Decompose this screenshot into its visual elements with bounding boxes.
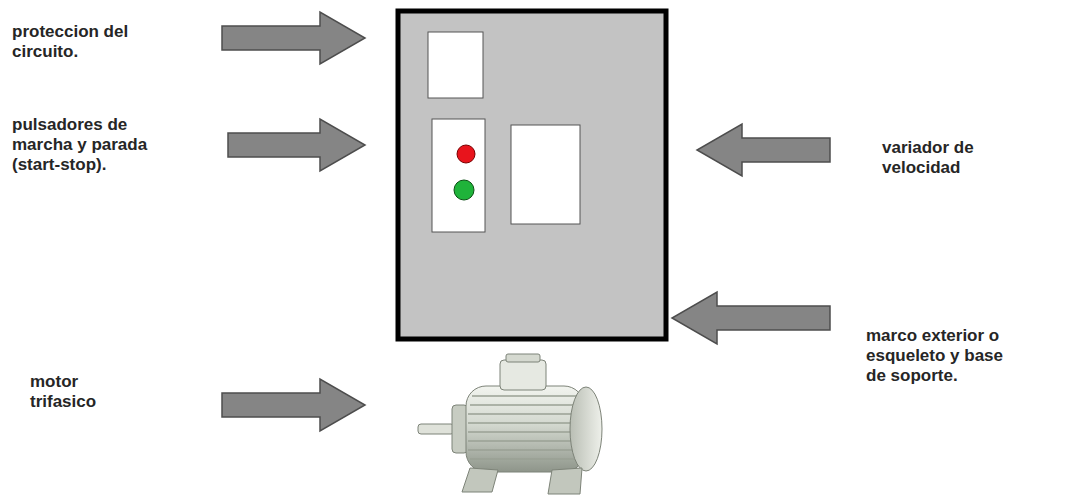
callout-arrow [222,379,365,431]
part-label: pulsadores de marcha y parada (start-sto… [12,115,172,175]
motor-shaft [418,424,454,434]
callout-arrow [697,124,830,176]
part-label: proteccion del circuito. [12,22,162,62]
three-phase-motor [418,354,602,494]
cabinet-frame [398,11,666,339]
start-button [454,180,474,200]
terminal-lid [506,354,540,362]
terminal-box [500,360,546,390]
button-panel [432,119,485,232]
circuit-breaker [428,32,483,98]
fan-cover [570,387,602,471]
motor-body [466,386,584,472]
motor-foot [548,468,582,494]
stop-button [457,145,475,163]
part-label: motor trifasico [30,372,122,412]
part-label: variador de velocidad [882,138,994,178]
callout-arrow [222,12,365,64]
callout-arrow [672,292,830,344]
part-label: marco exterior o esqueleto y base de sop… [866,326,1022,386]
motor-foot [462,468,498,492]
callout-arrows [222,12,830,431]
cooling-fins [468,396,584,459]
callout-arrow [228,119,365,171]
speed-drive [511,125,580,224]
